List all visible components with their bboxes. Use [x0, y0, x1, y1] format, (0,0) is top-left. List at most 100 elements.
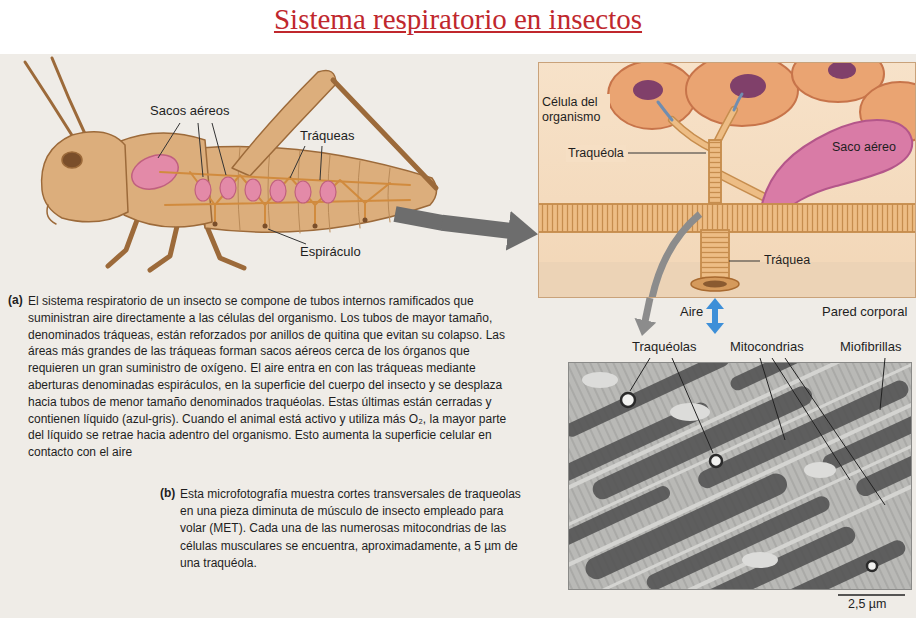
grasshopper — [25, 58, 437, 270]
trachea-closeup — [538, 62, 916, 298]
eye — [62, 152, 82, 168]
leader-line — [729, 261, 760, 262]
spiracle — [363, 218, 368, 223]
spiracle — [313, 224, 318, 229]
part-label: Traquéolas — [632, 339, 697, 355]
part-label: Saco aéreo — [832, 140, 896, 155]
scale-label: 2,5 µm — [848, 597, 886, 612]
head — [42, 132, 128, 222]
leader-line — [785, 358, 885, 505]
antenna — [52, 58, 86, 136]
cell-nucleus — [633, 62, 856, 100]
zoom-arrow-start — [652, 214, 700, 298]
trachea-network — [160, 172, 410, 224]
part-label: Traquéola — [566, 145, 626, 162]
leader-line — [628, 153, 760, 261]
panel-border — [539, 63, 916, 298]
tracheole — [658, 102, 672, 120]
electron-micrograph — [448, 215, 916, 618]
trachea-network — [215, 203, 365, 224]
body-cell — [686, 62, 798, 126]
trachea-tube — [538, 140, 916, 282]
part-label: Mitocondrias — [730, 339, 804, 355]
air-sac — [195, 177, 336, 203]
part-label: Tráquea — [764, 253, 810, 268]
vacuole — [804, 462, 836, 478]
air-sac — [295, 181, 311, 203]
trachea-closeup-panel: Célula del organismoTraquéola Saco aéreoT… — [538, 62, 916, 298]
tracheole — [715, 172, 770, 200]
leader-line — [290, 146, 305, 178]
caption-marker: (a) — [8, 293, 23, 307]
zoom-arrow-shaft — [395, 214, 443, 223]
spiracle — [213, 222, 218, 227]
leader-line — [772, 358, 850, 480]
leader-line — [212, 123, 226, 175]
part-label: Célula del organismo — [540, 94, 610, 126]
leader-line — [880, 358, 885, 410]
abdomen-segment — [358, 161, 360, 228]
spiracle — [263, 224, 268, 229]
trachea-tube — [538, 204, 916, 232]
cell-nucleus — [730, 74, 766, 98]
abdomen-segment — [388, 168, 390, 222]
mitochondrion — [728, 362, 888, 393]
tracheole — [715, 172, 770, 200]
leader-line — [760, 358, 785, 440]
title-area: Sistema respiratorio en insectos — [0, 0, 916, 50]
micrograph-border — [569, 363, 912, 590]
hind-femur — [232, 71, 336, 177]
micrograph-panel: TraquéolasMitocondriasMiofibrillas2,5 µm — [568, 336, 912, 616]
trachea-tube — [709, 140, 721, 208]
electron-micrograph — [568, 362, 912, 590]
part-label: Aire — [680, 304, 703, 320]
mitochondrion — [644, 494, 832, 590]
leader-line — [628, 153, 706, 154]
caption-marker: (b) — [160, 486, 175, 500]
vacuole — [582, 372, 618, 388]
air-flow-arrow — [706, 323, 724, 334]
cell-nucleus — [828, 62, 856, 79]
page-title: Sistema respiratorio en insectos — [0, 0, 916, 36]
air-sac — [195, 179, 211, 201]
spiracle — [703, 281, 727, 288]
mitochondrion — [853, 432, 912, 499]
caption-text: Esta microfotografía muestra cortes tran… — [180, 486, 530, 572]
connector-arrow — [442, 223, 509, 231]
tracheole-section — [621, 393, 635, 407]
air-sac — [270, 180, 286, 202]
leader-line — [268, 229, 306, 244]
tracheole-section — [710, 455, 722, 467]
tracheole-section — [867, 561, 877, 571]
leader-line — [158, 123, 322, 244]
leader-line — [320, 146, 322, 180]
spiracle — [213, 218, 368, 229]
tracheole — [734, 94, 742, 110]
trachea-tube — [701, 230, 729, 282]
air-flow-arrow — [706, 298, 724, 309]
part-label: Pared corporal — [822, 304, 907, 320]
vacuole — [582, 372, 836, 568]
mitochondrion — [720, 538, 908, 590]
trachea-tube — [538, 204, 916, 232]
part-label: Sacos aéreos — [150, 103, 230, 119]
trachea-tube — [701, 230, 729, 282]
muscle-fibre — [568, 362, 912, 590]
air-sac — [762, 120, 912, 214]
vacuole — [670, 403, 710, 421]
leader-line — [630, 358, 885, 505]
leader-line — [198, 123, 203, 177]
connector-arrow — [645, 298, 650, 321]
caption-text: El sistema respiratorio de un insecto se… — [28, 293, 513, 461]
leader-line — [672, 358, 713, 453]
muscle-fibre — [568, 362, 912, 590]
part-label: Espiráculo — [300, 244, 361, 260]
antenna — [25, 62, 75, 140]
trachea-tube — [709, 140, 721, 208]
myofibril-border — [568, 362, 912, 590]
part-label: Tráqueas — [300, 128, 354, 144]
cell-nucleus — [633, 80, 663, 100]
